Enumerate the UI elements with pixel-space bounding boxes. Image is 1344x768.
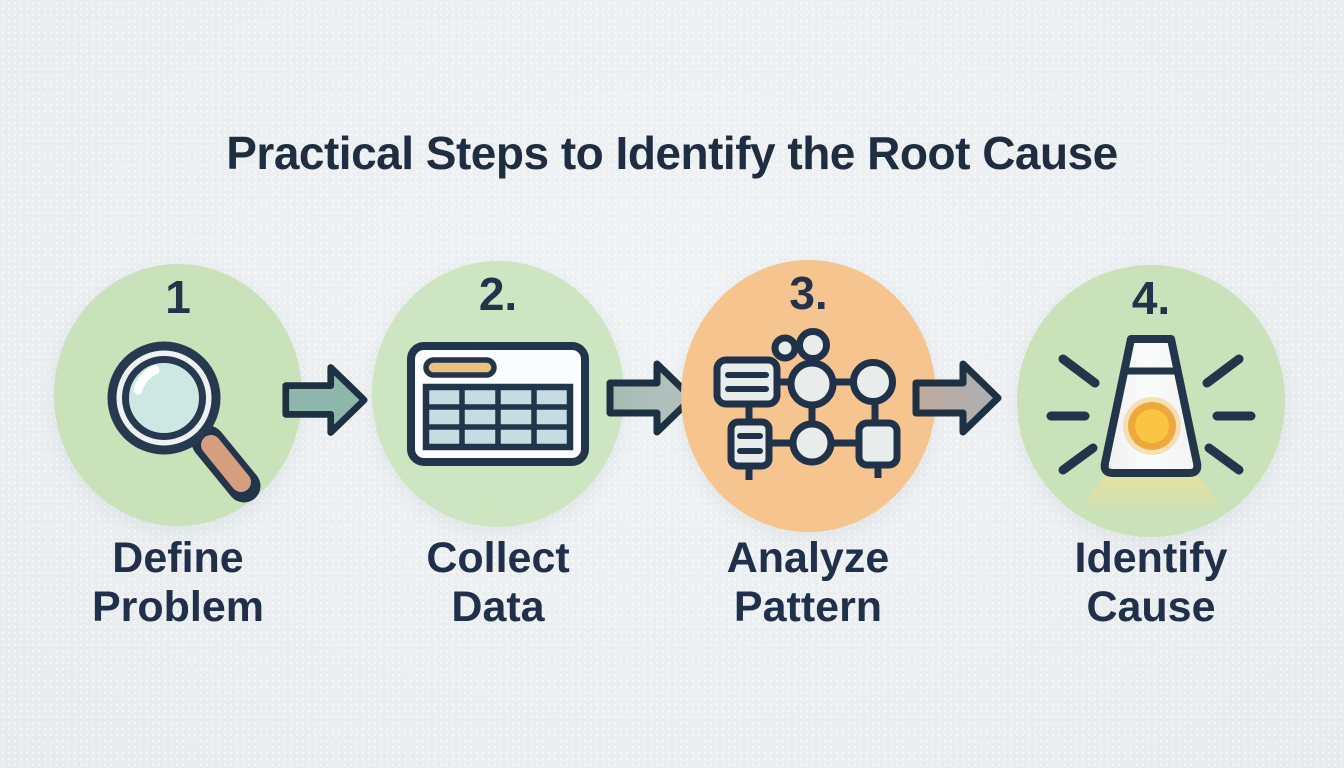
step-4-number: 4. bbox=[1131, 272, 1171, 324]
step-3-label: Analyze Pattern bbox=[726, 534, 890, 631]
magnifying-glass-icon bbox=[107, 341, 261, 503]
step-2-label: Collect Data bbox=[426, 534, 570, 631]
data-table-icon bbox=[407, 342, 589, 466]
page-title: Practical Steps to Identify the Root Cau… bbox=[226, 127, 1118, 179]
step-4-label: Identify Cause bbox=[1074, 534, 1228, 631]
step-4-circle: 4. bbox=[1017, 265, 1285, 537]
arrow-right-icon bbox=[912, 360, 1002, 436]
step-1-circle: 1 bbox=[54, 264, 302, 526]
lamp-light-icon bbox=[1046, 335, 1256, 517]
network-diagram-icon bbox=[713, 328, 901, 480]
step-3-number: 3. bbox=[789, 267, 828, 319]
arrow-right-icon bbox=[606, 360, 696, 436]
step-2-number: 2. bbox=[478, 268, 518, 320]
step-1-label: Define Problem bbox=[91, 534, 265, 631]
step-2-circle: 2. bbox=[372, 261, 624, 527]
arrow-right-icon bbox=[282, 364, 368, 436]
step-3-circle: 3. bbox=[681, 260, 936, 532]
step-1-number: 1 bbox=[165, 271, 191, 323]
